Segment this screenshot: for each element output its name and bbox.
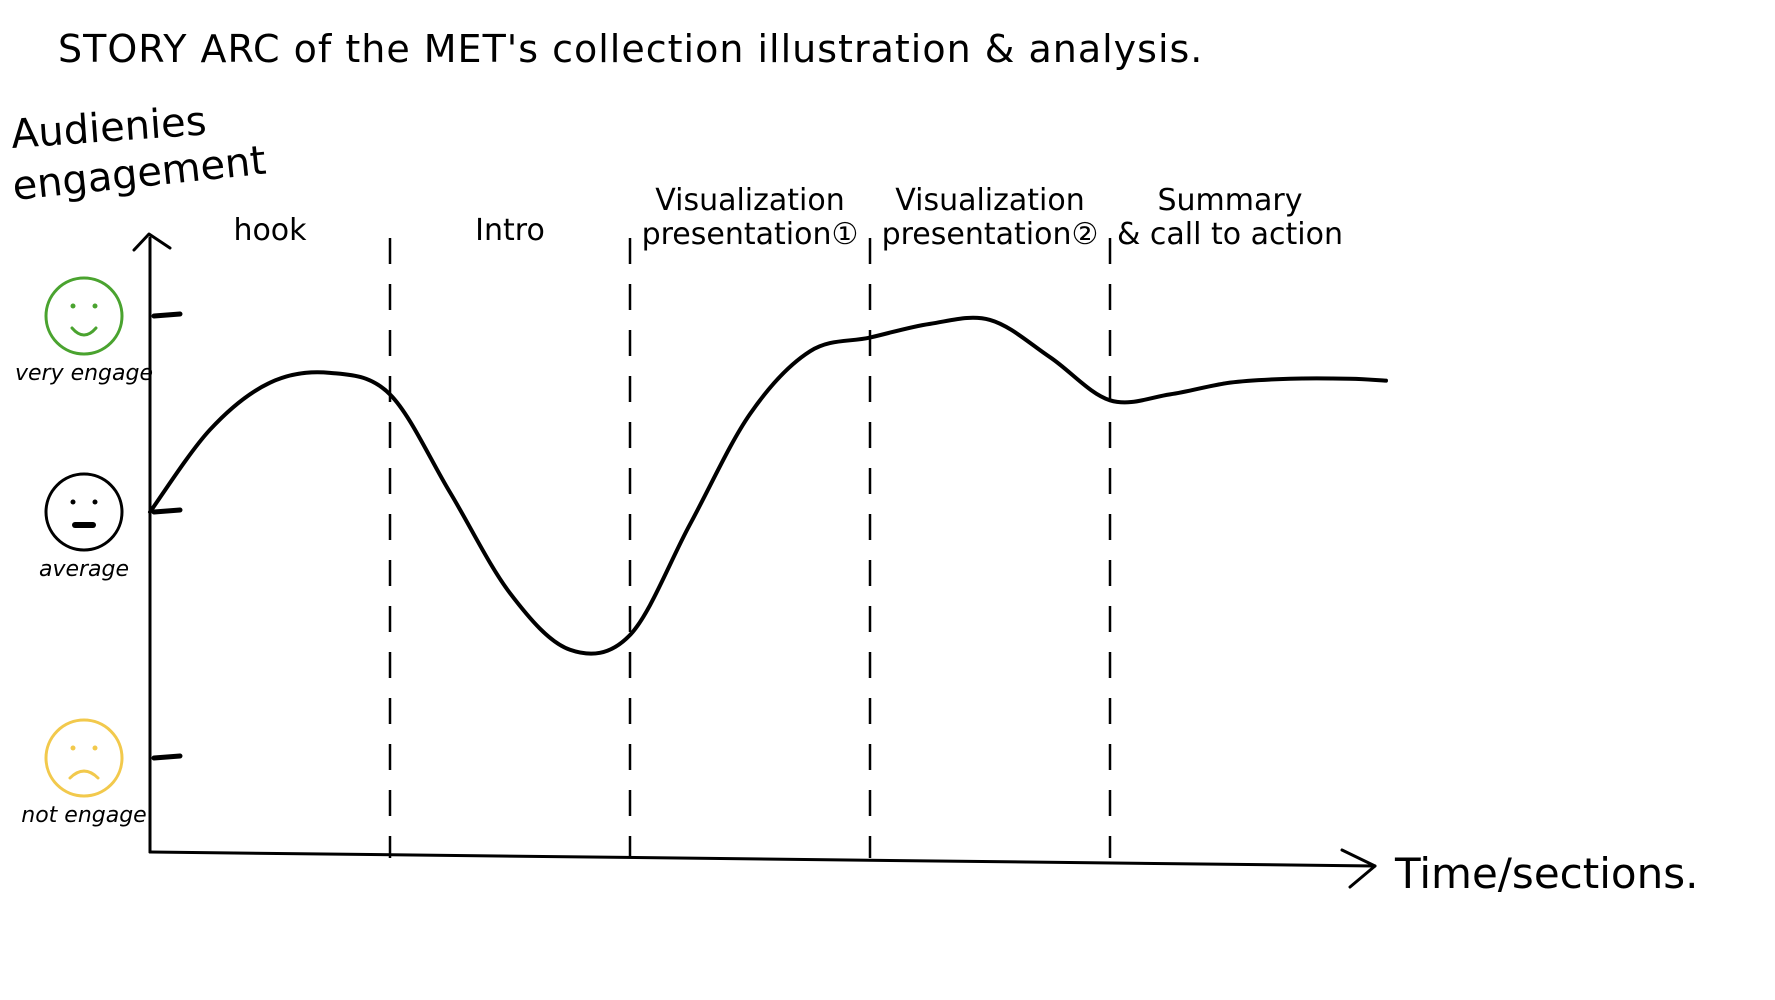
section-label-1: Intro <box>475 213 545 248</box>
engagement-series-line-0 <box>148 315 1388 656</box>
level-label-0: very engage <box>15 361 153 386</box>
sad-face-icon <box>44 718 124 798</box>
section-label-0: hook <box>233 213 307 248</box>
x-axis-arrow <box>1340 848 1377 889</box>
section-dividers <box>388 238 1112 858</box>
level-labels: very engage average not engage <box>15 361 153 828</box>
neutral-face-icon <box>44 472 124 552</box>
section-label-4: Summary& call to action <box>1117 183 1343 252</box>
level-label-1: average <box>39 557 129 582</box>
level-tick-1 <box>151 507 183 515</box>
y-axis-arrow <box>132 232 172 252</box>
level-label-2: not engage <box>21 803 146 828</box>
engagement-curve <box>148 315 1388 656</box>
level-tick-2 <box>151 753 183 761</box>
chart-title: STORY ARC of the MET's collection illust… <box>58 27 1203 71</box>
level-tick-0 <box>151 311 183 319</box>
x-axis-line <box>148 850 1377 868</box>
level-ticks <box>151 311 183 761</box>
level-faces <box>44 276 124 798</box>
axes <box>132 232 1377 889</box>
x-axis-label: Time/sections. <box>1394 849 1698 898</box>
happy-face-icon <box>44 276 124 356</box>
